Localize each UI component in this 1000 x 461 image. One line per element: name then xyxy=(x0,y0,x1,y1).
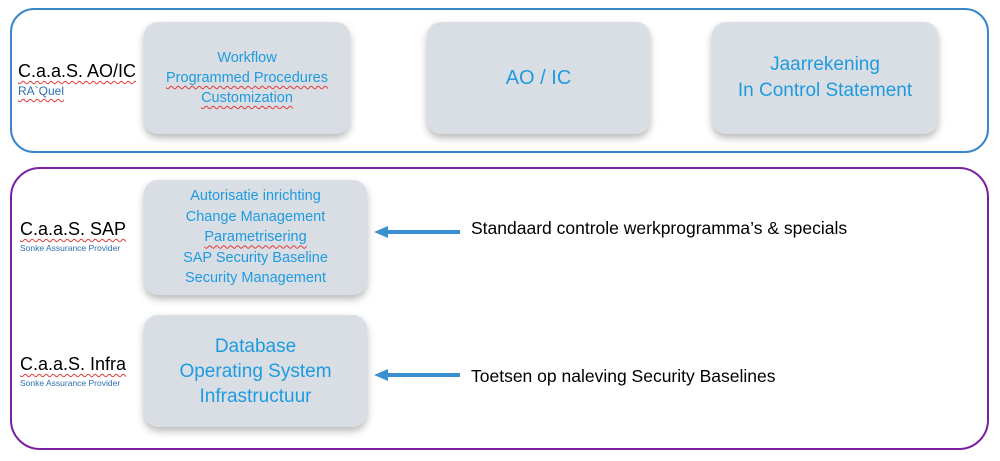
workflow-box: Workflow Programmed Procedures Customiza… xyxy=(144,22,350,134)
security-management-line: Security Management xyxy=(184,270,327,287)
in-control-statement-line: In Control Statement xyxy=(737,80,913,101)
infra-provider-subtitle: Sonke Assurance Provider xyxy=(20,378,121,388)
infrastructuur-line: Infrastructuur xyxy=(199,385,312,407)
sap-provider-subtitle: Sonke Assurance Provider xyxy=(20,243,121,253)
database-line: Database xyxy=(214,335,297,357)
infra-box: Database Operating System Infrastructuur xyxy=(144,315,367,427)
jaarrekening-line: Jaarrekening xyxy=(770,54,880,75)
jaarrekening-box: Jaarrekening In Control Statement xyxy=(712,22,938,134)
customization-line: Customization xyxy=(201,90,293,106)
sap-description: Standaard controle werkprogramma’s & spe… xyxy=(471,218,848,238)
workflow-line: Workflow xyxy=(217,50,277,66)
sap-box: Autorisatie inrichting Change Management… xyxy=(144,180,367,295)
programmed-procedures-line: Programmed Procedures xyxy=(166,70,328,86)
raquel-subtitle: RA`Quel xyxy=(18,84,65,98)
change-management-line: Change Management xyxy=(185,208,326,225)
caas-aoic-title: C.a.a.S. AO/IC xyxy=(18,61,137,81)
aoic-line: AO / IC xyxy=(505,66,572,89)
autorisatie-line: Autorisatie inrichting xyxy=(190,188,321,205)
caas-infra-title: C.a.a.S. Infra xyxy=(20,354,127,374)
infra-description: Toetsen op naleving Security Baselines xyxy=(471,366,776,386)
sap-arrow-icon xyxy=(374,226,460,238)
aoic-box: AO / IC xyxy=(427,22,650,134)
infra-arrow-icon xyxy=(374,369,460,381)
caas-sap-title: C.a.a.S. SAP xyxy=(20,219,127,239)
parametrisering-line: Parametrisering xyxy=(204,229,307,246)
sap-security-baseline-line: SAP Security Baseline xyxy=(183,249,328,266)
operating-system-line: Operating System xyxy=(179,360,332,382)
